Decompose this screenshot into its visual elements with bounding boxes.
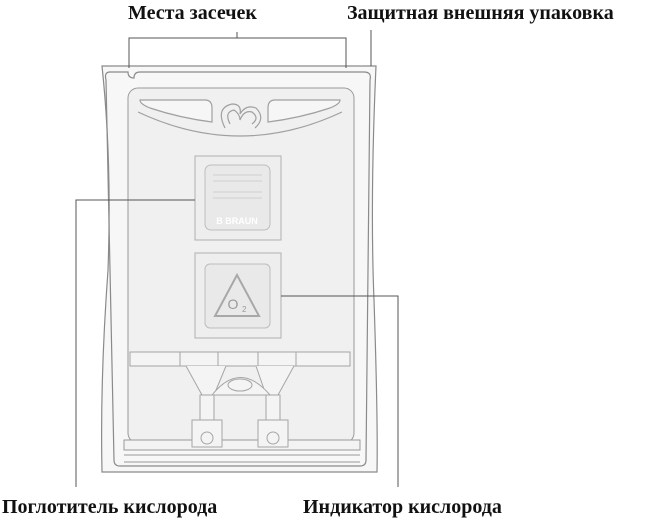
oxygen-indicator: O 2 (194, 252, 282, 339)
hanger (137, 99, 343, 137)
bag-ports (129, 351, 351, 448)
label-oxygen-indicator: Индикатор кислорода (303, 496, 502, 518)
o2-subscript: 2 (242, 305, 247, 314)
oxygen-absorber-sachet: B BRAUN (194, 155, 282, 241)
label-notches: Места засечек (128, 2, 257, 24)
o2-symbol: O (228, 296, 239, 312)
label-outer-wrap: Защитная внешняя упаковка (347, 2, 614, 24)
leader-lines (75, 30, 399, 487)
label-oxygen-absorber: Поглотитель кислорода (2, 496, 218, 518)
warning-triangle-icon (213, 272, 261, 317)
brand-text: B BRAUN (216, 216, 258, 226)
